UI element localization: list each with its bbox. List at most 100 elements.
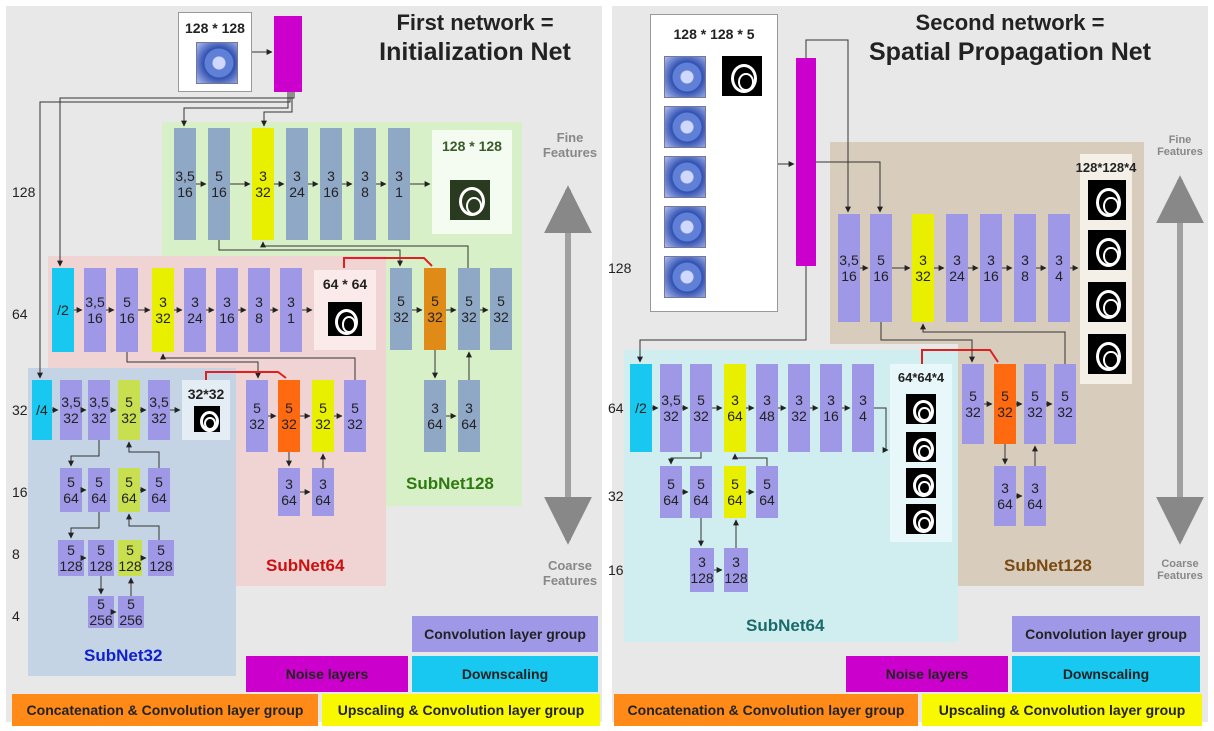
second-network-subtitle: Spatial Propagation Net [869,38,1151,66]
output-segmentation [906,394,936,424]
output-segmentation [906,432,936,462]
input-mri-image [664,106,706,148]
legend-concat: Concatenation & Convolution layer group [12,694,318,726]
output-64-size: 64 * 64 [322,276,368,292]
output-32-size: 32*32 [187,386,225,402]
row-label-32: 32 [608,488,624,504]
output-segmentation [1088,334,1126,374]
output-segmentation [906,504,936,534]
legend-convolution: Convolution layer group [412,616,598,652]
row-label-16: 16 [12,484,28,500]
subnet64-label-left: SubNet64 [266,556,345,575]
legend-downscaling: Downscaling [1012,656,1200,692]
downscale-block: /2 [52,268,74,352]
legend-concat: Concatenation & Convolution layer group [614,694,918,726]
legend-upscaling: Upscaling & Convolution layer group [322,694,600,726]
first-network-subtitle: Initialization Net [379,38,571,66]
input-mri-image [664,156,706,198]
output-128-segmentation [450,180,490,220]
row-label-32: 32 [12,402,28,418]
input-mri-image [196,42,238,84]
row-label-128: 128 [12,184,36,200]
downscale-block: /2 [630,364,652,452]
input-mri-image [664,256,706,298]
output-128x4-size: 128*128*4 [1075,160,1137,175]
subnet128-region-right-lower [958,344,1144,586]
input-size-label: 128 * 128 [185,20,245,36]
output-32-segmentation [194,406,220,433]
row-label-8: 8 [12,546,20,562]
output-segmentation [1088,230,1126,270]
row-label-128: 128 [608,260,632,276]
input-stack-size: 128 * 128 * 5 [673,26,755,42]
first-network-title: First network = [396,10,554,35]
legend-noise: Noise layers [846,656,1008,692]
legend-downscaling: Downscaling [412,656,598,692]
noise-layer-block [796,58,816,266]
input-segmentation [722,56,762,96]
subnet128-label-left: SubNet128 [406,474,494,493]
output-128-size: 128 * 128 [442,138,502,154]
subnet128-label-right: SubNet128 [1004,556,1092,575]
second-network-title: Second network = [915,10,1105,35]
legend-convolution: Convolution layer group [1012,616,1200,652]
row-label-64: 64 [12,306,28,322]
legend-noise: Noise layers [246,656,408,692]
